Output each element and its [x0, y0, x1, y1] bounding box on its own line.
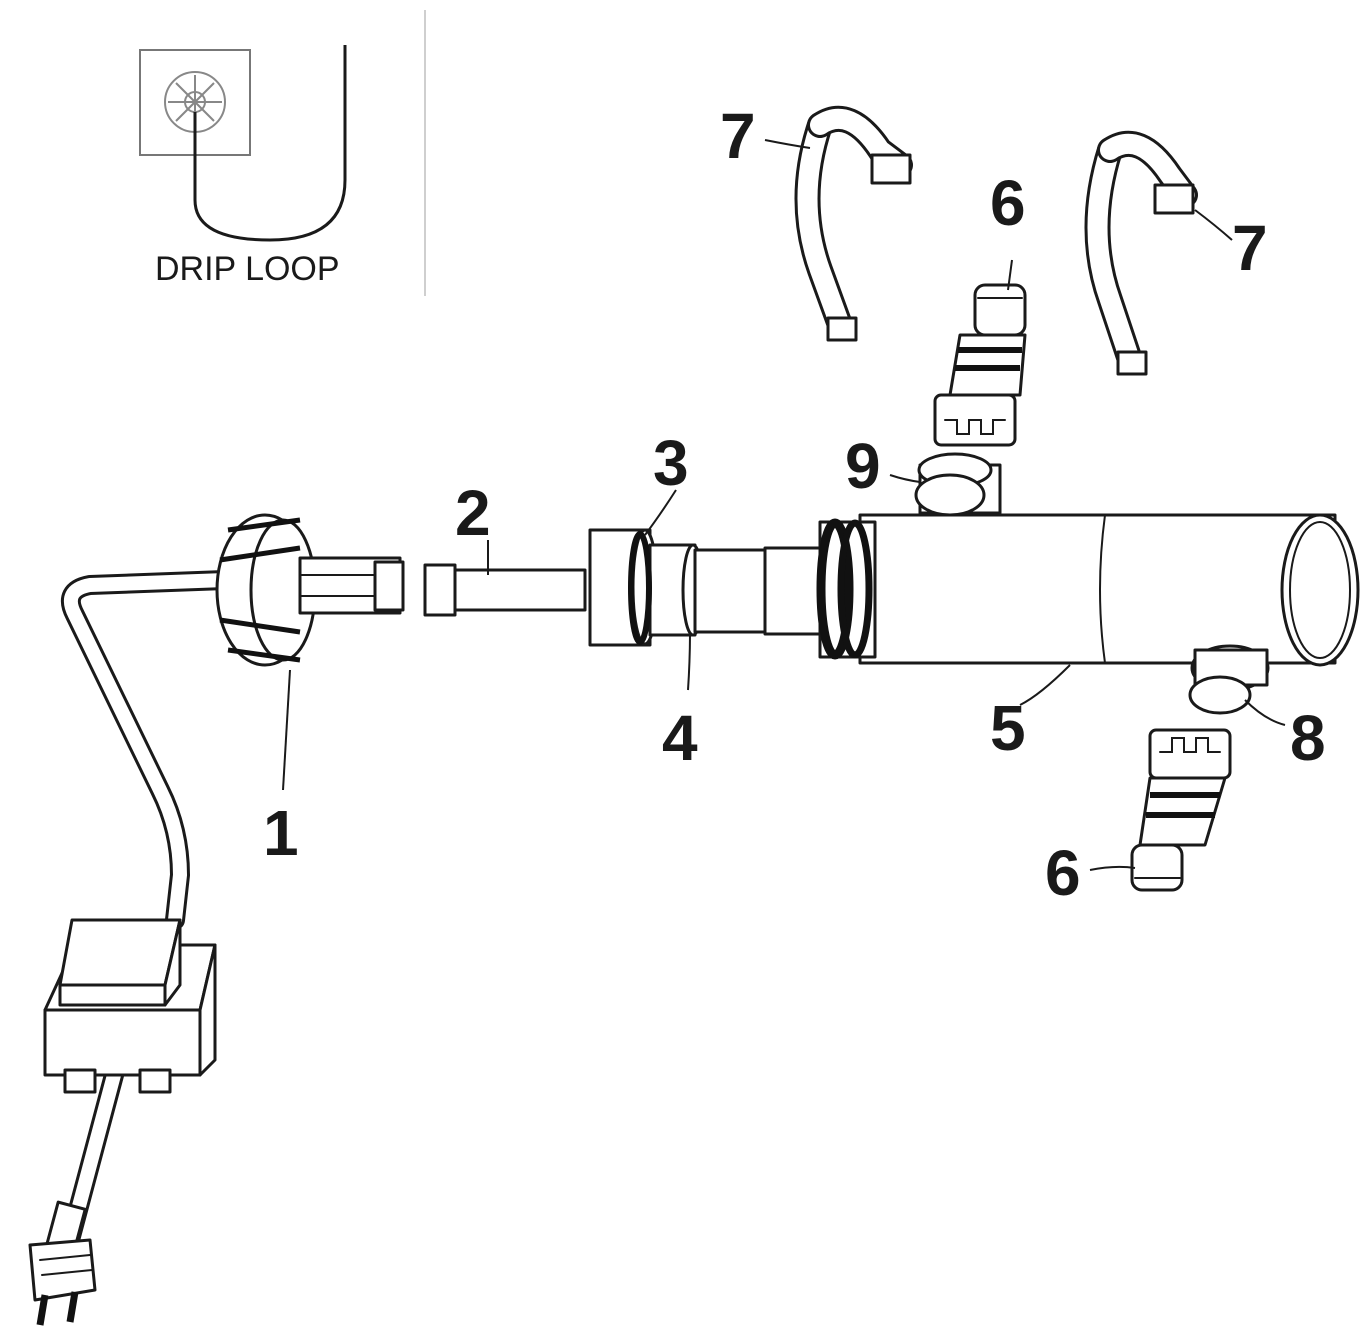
drip-loop-caption: DRIP LOOP — [155, 250, 340, 288]
label-part-8: 8 — [1290, 702, 1326, 774]
label-part-7-right: 7 — [1232, 212, 1268, 284]
mains-plug — [28, 1200, 97, 1326]
label-part-3: 3 — [653, 427, 689, 499]
label-part-2: 2 — [455, 477, 491, 549]
part-6-hose-connector-bottom — [1130, 728, 1232, 892]
transformer — [43, 918, 217, 1094]
label-part-4: 4 — [662, 702, 698, 774]
drip-loop-cord — [193, 45, 347, 242]
part-2-uv-lamp — [423, 563, 587, 617]
part-7-clip-left — [794, 105, 913, 342]
label-part-1: 1 — [263, 797, 299, 869]
leader-lines — [282, 139, 1286, 871]
part-3-4-quartz-sleeve — [588, 528, 822, 647]
label-part-6-top: 6 — [990, 167, 1026, 239]
drip-loop-inset: DRIP LOOP — [139, 10, 426, 296]
part-1-lamp-cap — [215, 513, 405, 667]
label-part-7-left: 7 — [720, 100, 756, 172]
part-numbers: 1 2 3 4 5 6 6 7 7 8 9 — [263, 100, 1326, 909]
part-7-clip-right — [1084, 130, 1198, 376]
part-5-housing — [816, 513, 1360, 715]
label-part-5: 5 — [990, 692, 1026, 764]
label-part-9: 9 — [845, 430, 881, 502]
part-9-inlet-port — [914, 452, 1002, 517]
part-6-hose-connector-top — [933, 283, 1027, 447]
label-part-6-bottom: 6 — [1045, 837, 1081, 909]
